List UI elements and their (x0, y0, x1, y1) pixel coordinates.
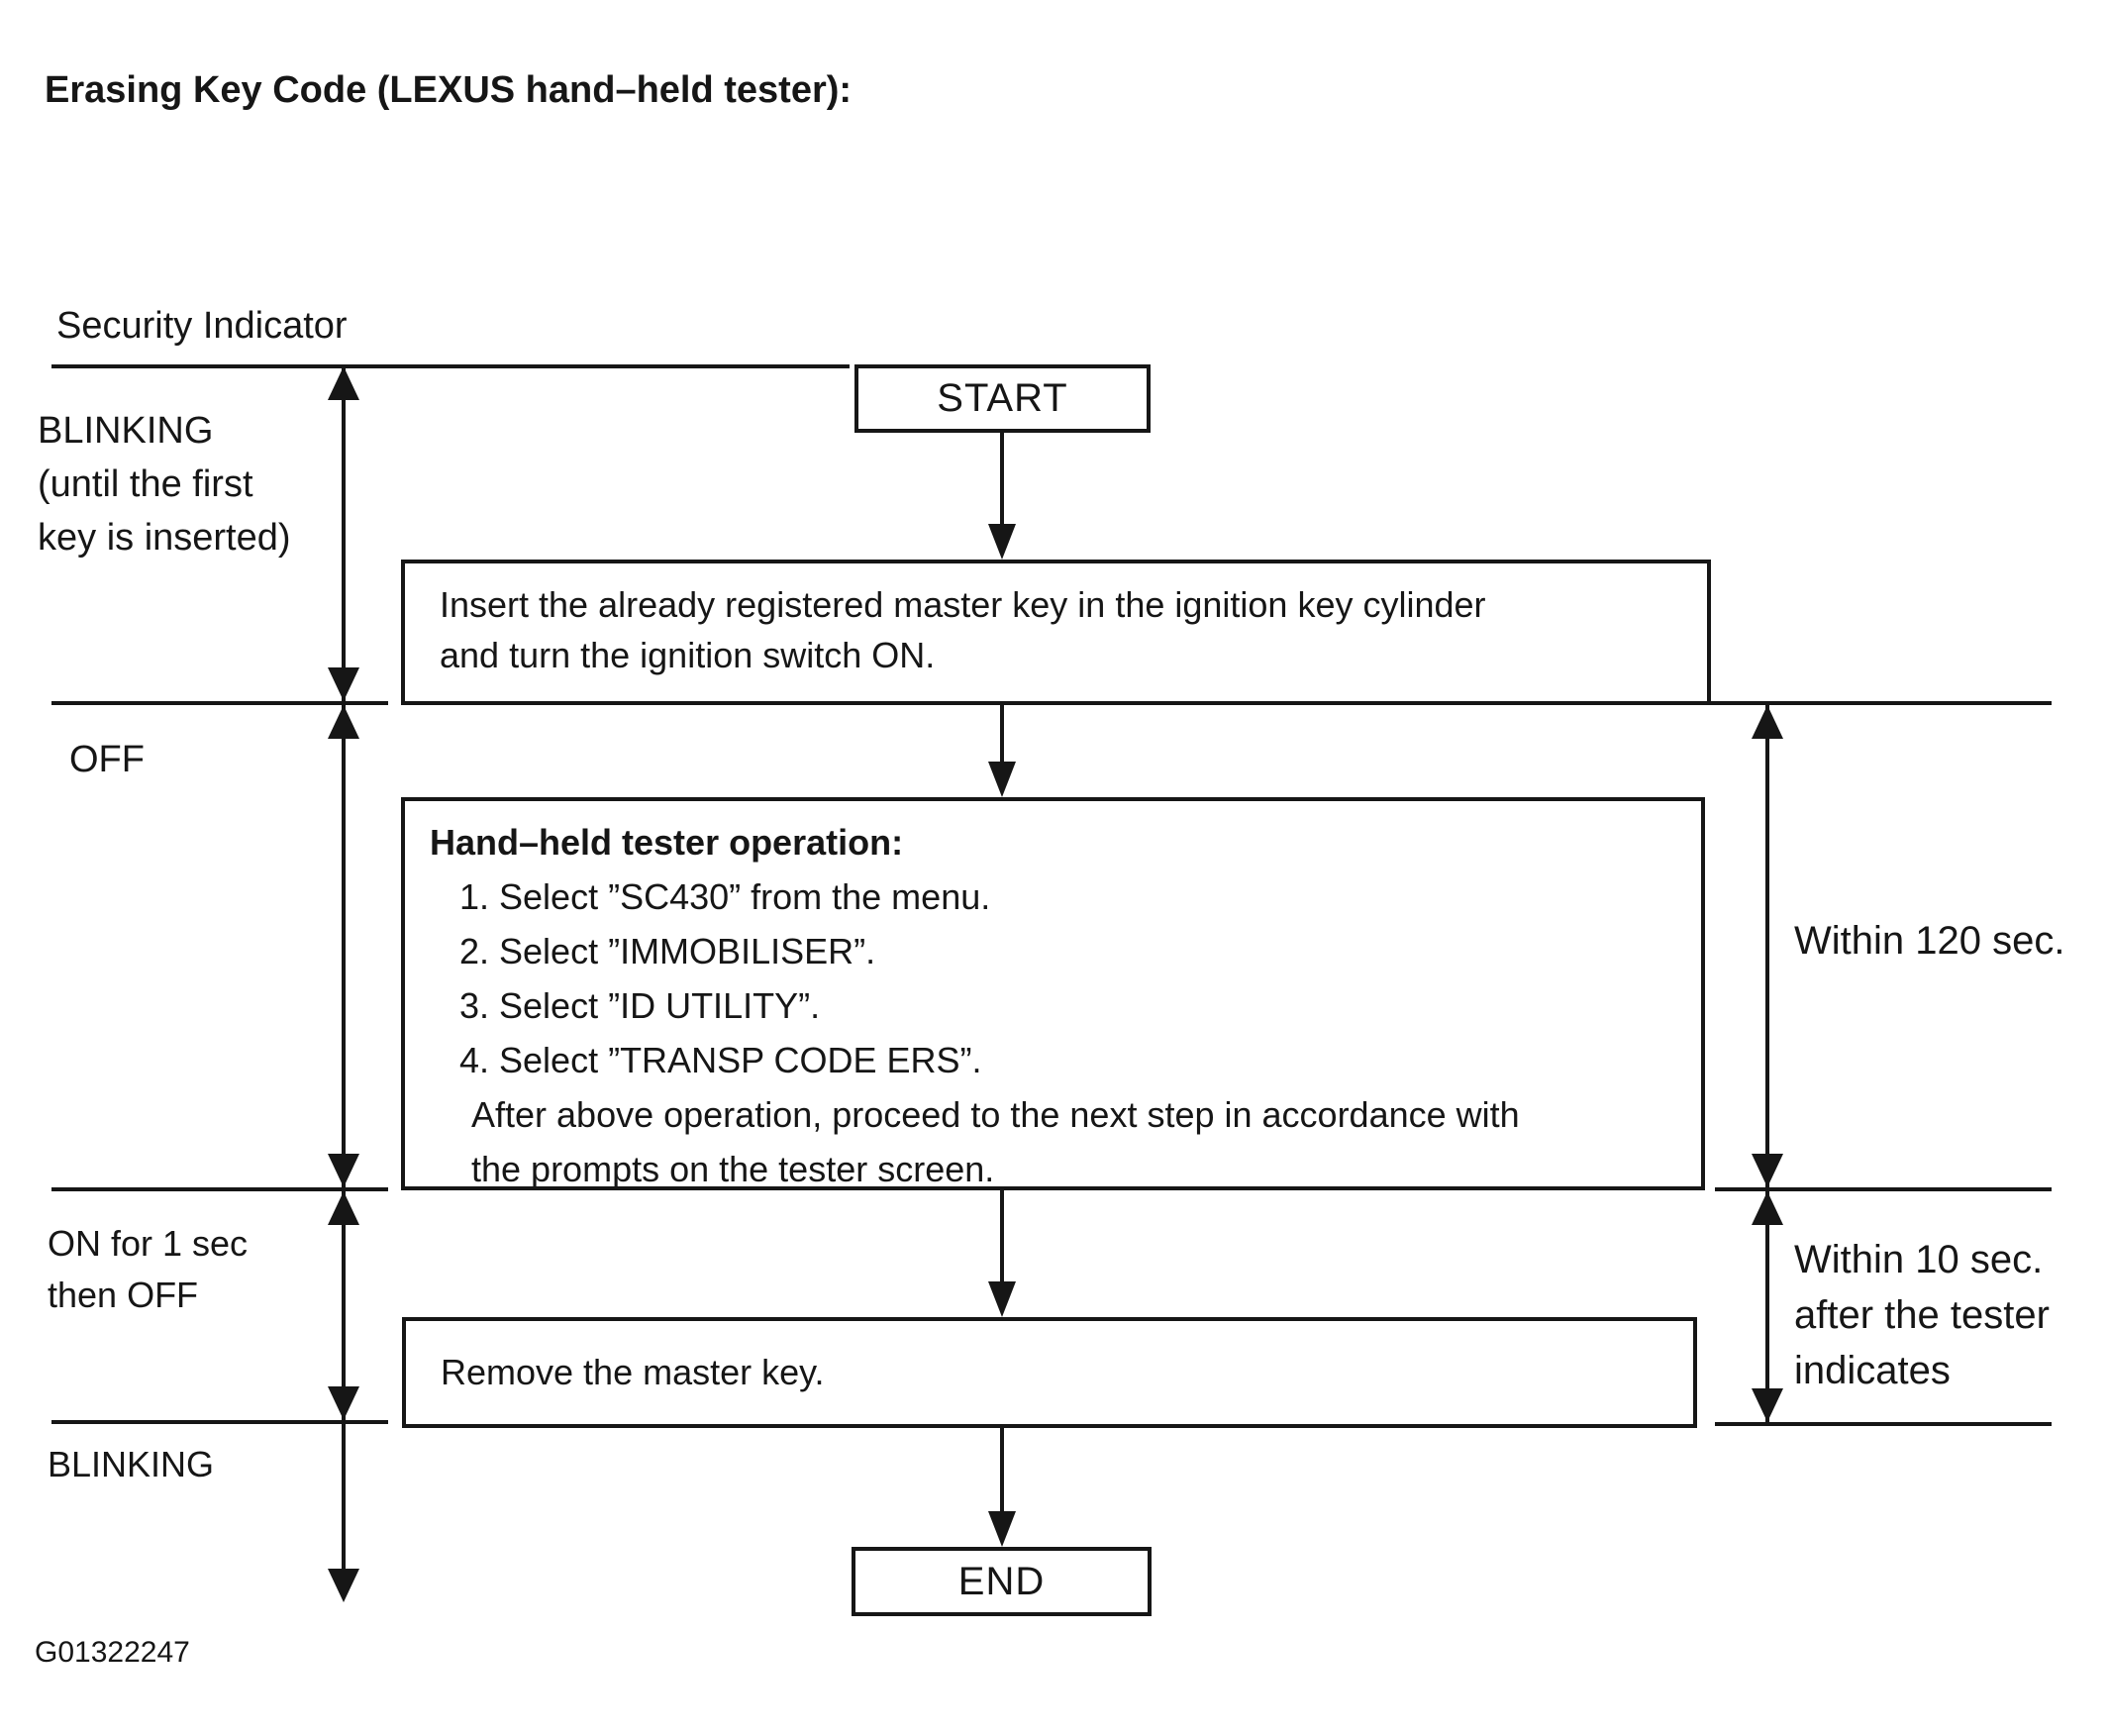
step-text-line: and turn the ignition switch ON. (440, 635, 936, 675)
timeline-boundary-line-blinking (51, 1420, 388, 1424)
arrowhead-up-icon (328, 705, 359, 739)
page-title: Erasing Key Code (LEXUS hand–held tester… (45, 69, 853, 111)
within-120-sec-label: Within 120 sec. (1794, 919, 2065, 963)
timeline-boundary-line-top (51, 364, 850, 368)
flow-connector-insert-to-tester (1000, 705, 1004, 765)
label-line: ON for 1 sec (48, 1223, 249, 1264)
state-label-off: OFF (69, 739, 145, 780)
end-node-label: END (957, 1559, 1046, 1603)
figure-code: G01322247 (35, 1636, 190, 1669)
arrowhead-up-icon (1752, 705, 1783, 739)
tester-operation-note-line: the prompts on the tester screen. (471, 1149, 995, 1189)
flow-connector-start-to-insert (1000, 433, 1004, 526)
label-line: Within 10 sec. (1794, 1238, 2044, 1281)
step-text-line: Remove the master key. (441, 1352, 825, 1392)
arrowhead-down-icon (328, 1569, 359, 1602)
flow-arrowhead-down-icon (988, 1511, 1016, 1547)
step-insert-key-box: Insert the already registered master key… (401, 560, 1711, 705)
tester-operation-note-line: After above operation, proceed to the ne… (471, 1094, 1520, 1135)
start-node-label: START (937, 376, 1068, 420)
duration-arrow-within-10 (1765, 1191, 1769, 1422)
flow-arrowhead-down-icon (988, 762, 1016, 797)
security-indicator-label: Security Indicator (56, 305, 348, 347)
label-line: indicates (1794, 1349, 1951, 1392)
arrowhead-down-icon (1752, 1154, 1783, 1187)
flow-arrowhead-down-icon (988, 1281, 1016, 1317)
label-line: key is inserted) (38, 517, 291, 559)
state-label-blinking-final: BLINKING (48, 1444, 215, 1484)
tester-operation-item: 3. Select ”ID UTILITY”. (459, 985, 821, 1026)
end-node: END (852, 1547, 1152, 1616)
arrowhead-up-icon (1752, 1191, 1783, 1225)
timeline-boundary-line-on (51, 1187, 388, 1191)
duration-arrow-within-120 (1765, 705, 1769, 1187)
arrowhead-down-icon (328, 1154, 359, 1187)
state-label-blinking-initial: BLINKING (until the first key is inserte… (38, 404, 291, 564)
arrowhead-up-icon (328, 1191, 359, 1225)
tester-operation-heading: Hand–held tester operation: (430, 822, 904, 863)
tester-operation-item: 1. Select ”SC430” from the menu. (459, 876, 991, 917)
arrowhead-up-icon (328, 366, 359, 400)
step-tester-operation-box: Hand–held tester operation: 1. Select ”S… (401, 797, 1705, 1190)
tester-operation-item: 4. Select ”TRANSP CODE ERS”. (459, 1040, 982, 1080)
timeline-segment-blinking-initial (342, 366, 346, 701)
arrowhead-down-icon (328, 667, 359, 701)
arrowhead-down-icon (1752, 1388, 1783, 1422)
arrowhead-down-icon (328, 1386, 359, 1420)
within-10-sec-label: Within 10 sec. after the tester indicate… (1794, 1232, 2050, 1398)
flow-arrowhead-down-icon (988, 524, 1016, 560)
start-node: START (854, 364, 1151, 433)
step-text-line: Insert the already registered master key… (440, 584, 1486, 625)
duration-boundary-line-bottom (1715, 1422, 2052, 1426)
timeline-boundary-line-off (51, 701, 388, 705)
label-line: then OFF (48, 1275, 199, 1315)
flow-connector-tester-to-remove (1000, 1190, 1004, 1283)
state-label-on-1sec: ON for 1 sec then OFF (48, 1218, 248, 1321)
label-line: (until the first (38, 463, 253, 505)
timeline-segment-on-1sec (342, 1191, 346, 1420)
timeline-segment-blinking-final (342, 1424, 346, 1571)
tester-operation-item: 2. Select ”IMMOBILISER”. (459, 931, 876, 971)
label-line: after the tester (1794, 1293, 2050, 1337)
timeline-segment-off (342, 705, 346, 1187)
flow-connector-remove-to-end (1000, 1428, 1004, 1513)
step-remove-key-box: Remove the master key. (402, 1317, 1697, 1428)
duration-boundary-line-top (1711, 701, 2052, 705)
label-line: BLINKING (38, 410, 214, 452)
duration-boundary-line-middle (1715, 1187, 2052, 1191)
